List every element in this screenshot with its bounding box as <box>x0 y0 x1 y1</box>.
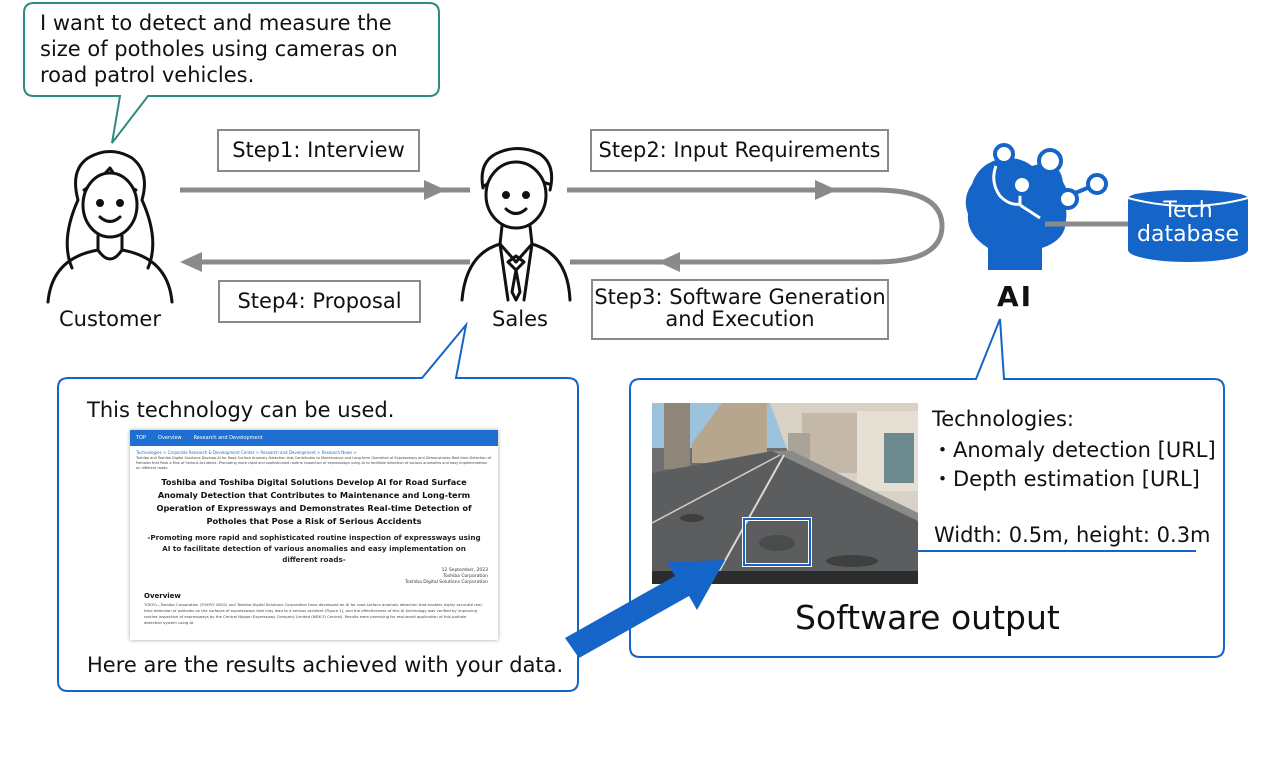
ai-label: AI <box>996 280 1034 313</box>
flow-arrows <box>180 185 945 265</box>
sales-label: Sales <box>492 307 548 331</box>
tech-anomaly-detection: ・Anomaly detection [URL] <box>932 438 1216 462</box>
tech-depth-estimation: ・Depth estimation [URL] <box>932 467 1200 491</box>
customer-request-text: I want to detect and measure the size of… <box>40 11 398 87</box>
step4-label: Step4: Proposal <box>237 289 402 313</box>
arrowhead-step2 <box>815 180 837 200</box>
press-release-thumbnail: TOP Overview Research and Development Te… <box>130 430 498 640</box>
database-label-line1: Tech <box>1163 198 1213 223</box>
press-org2: Toshiba Digital Solutions Corporation <box>405 580 488 585</box>
step1-label: Step1: Interview <box>232 138 405 162</box>
press-body: TOKYO—Toshiba Corporation (TOKYO: 6502) … <box>144 602 483 625</box>
database-icon <box>1127 190 1249 262</box>
step2-label: Step2: Input Requirements <box>598 138 881 162</box>
sales-recommendation-text: This technology can be used. <box>87 398 395 422</box>
step1-box <box>217 129 420 172</box>
press-nav-overview: Overview <box>158 435 182 441</box>
arrowhead-step3 <box>658 252 680 272</box>
ai-network-icon <box>993 143 1108 210</box>
press-breadcrumb: Technologies > Corporate Research & Deve… <box>136 450 357 455</box>
step4-box <box>218 280 421 323</box>
step2-box <box>590 129 889 172</box>
customer-icon <box>46 150 174 304</box>
sales-icon <box>460 147 572 302</box>
step3-box <box>591 279 889 340</box>
press-subtitle: -Promoting more rapid and sophisticated … <box>147 533 481 564</box>
database-label-line2: database <box>1137 222 1239 247</box>
ai-head-icon <box>965 158 1067 270</box>
customer-speech-bubble <box>23 2 440 144</box>
press-intro: Toshiba and Toshiba Digital Solutions De… <box>136 456 492 470</box>
arrowhead-step1 <box>424 180 446 200</box>
step3-label-line1: Step3: Software Generation <box>594 285 886 309</box>
press-section-heading: Overview <box>144 592 181 600</box>
arrowhead-step4 <box>180 252 202 272</box>
customer-label: Customer <box>58 307 161 331</box>
road-camera-image <box>652 403 918 584</box>
arrow-loop <box>874 187 945 265</box>
press-date: 12 September, 2023 <box>441 568 488 573</box>
sales-results-text: Here are the results achieved with your … <box>87 653 564 677</box>
press-nav-rd: Research and Development <box>193 435 263 441</box>
press-nav-top: TOP <box>136 435 147 441</box>
press-org1: Toshiba Corporation <box>443 574 488 579</box>
step3-label-line2: and Execution <box>665 307 815 331</box>
press-title: Toshiba and Toshiba Digital Solutions De… <box>156 477 472 526</box>
arrow-heads <box>180 180 837 272</box>
technologies-heading: Technologies: <box>932 407 1074 431</box>
software-output-title: Software output <box>795 598 1060 637</box>
measurement-result: Width: 0.5m, height: 0.3m <box>934 523 1211 547</box>
big-blue-arrow <box>565 560 725 658</box>
press-nav-bar: TOP Overview Research and Development <box>130 430 498 446</box>
